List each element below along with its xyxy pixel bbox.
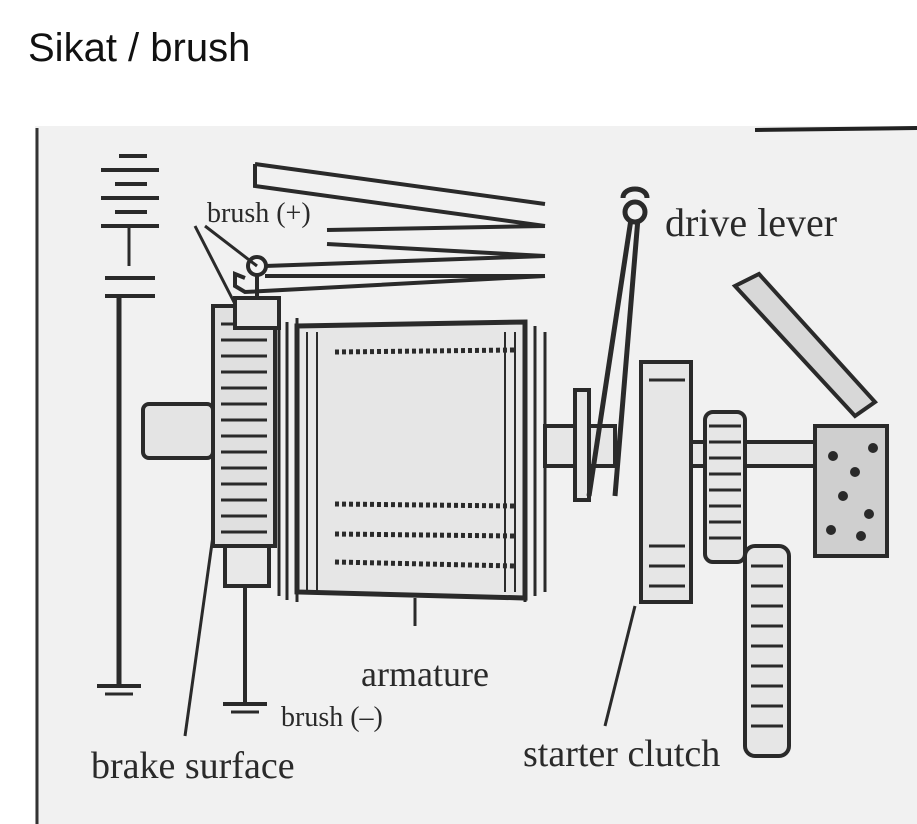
- starter-motor-diagram: brush (+) drive lever armature brush (–)…: [35, 126, 917, 824]
- label-brake-surface: brake surface: [91, 745, 295, 787]
- ring-gear: [743, 544, 791, 758]
- brush-positive: [233, 255, 281, 330]
- drive-lever: [586, 186, 650, 497]
- label-drive-lever: drive lever: [665, 200, 837, 245]
- armature-core: [277, 318, 547, 602]
- label-brush-positive: brush (+): [207, 198, 311, 229]
- commutator: [211, 304, 277, 548]
- label-brush-negative: brush (–): [281, 702, 383, 733]
- label-starter-clutch: starter clutch: [523, 733, 720, 775]
- diagram-canvas: brush (+) drive lever armature brush (–)…: [35, 126, 917, 824]
- label-armature: armature: [361, 654, 489, 694]
- ground-symbol-left: [97, 684, 141, 696]
- slide-title: Sikat / brush: [28, 26, 251, 70]
- shaft-end-left: [141, 402, 215, 460]
- shift-rod: [731, 271, 879, 419]
- brush-negative: [223, 544, 271, 714]
- pinion-gear: [703, 410, 747, 564]
- battery-symbol: [101, 154, 159, 686]
- end-bushing: [813, 424, 889, 558]
- scan-top-edge: [754, 126, 917, 132]
- starter-clutch: [639, 360, 693, 604]
- leader-lines: [183, 224, 637, 737]
- battery-cable: [233, 162, 546, 295]
